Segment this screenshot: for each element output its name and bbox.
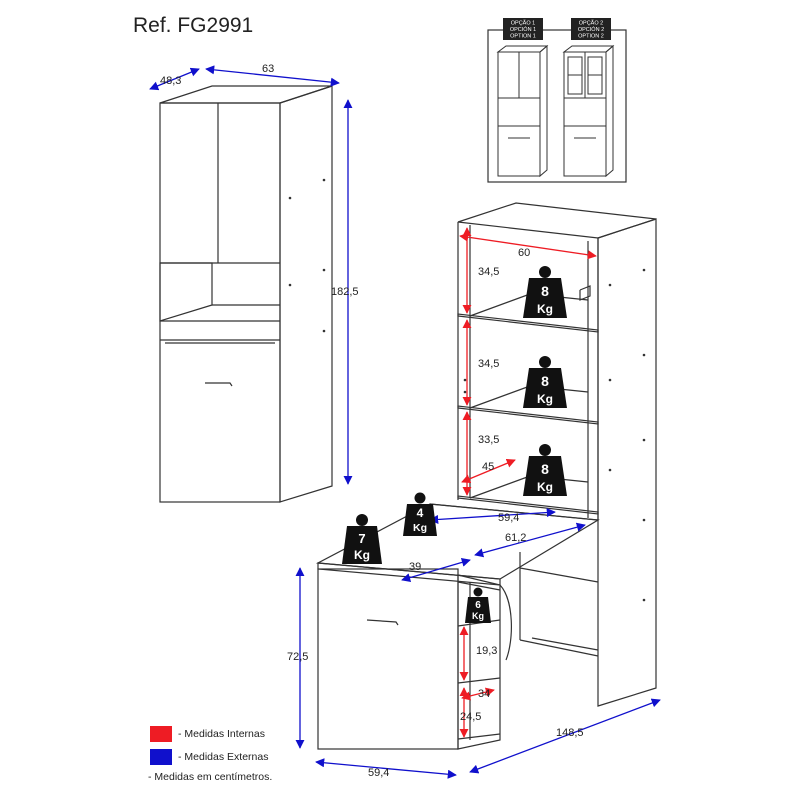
cabinet-depth-label: 48,3 bbox=[160, 75, 181, 87]
desk-base-cabinet bbox=[317, 568, 512, 750]
weight-desk-top-value: 4 bbox=[417, 506, 424, 520]
weight-badge-desk-top: 4 Kg bbox=[403, 492, 437, 536]
niche-depth-label: 34 bbox=[478, 688, 490, 700]
desk-depth-inner-label: 59,4 bbox=[498, 512, 519, 524]
legend-internal-label: - Medidas Internas bbox=[178, 728, 265, 740]
option1-line1: OPÇÃO 1 bbox=[511, 20, 535, 27]
weight-desk-side-unit: Kg bbox=[354, 548, 370, 562]
niche-height-label: 19,3 bbox=[476, 645, 497, 657]
legend-external: - Medidas Externas bbox=[150, 749, 268, 765]
shelf-depth-label: 45 bbox=[482, 461, 494, 473]
internal-dimension-lines bbox=[459, 227, 597, 738]
weight-desk-top-unit: Kg bbox=[413, 522, 427, 534]
weight-shelf-3-unit: Kg bbox=[537, 480, 553, 494]
option2-line2: OPCIÓN 2 bbox=[578, 26, 604, 33]
desk-top-inner-label: 39 bbox=[409, 561, 421, 573]
desk-dimension-lines bbox=[295, 507, 661, 779]
cabinet-dimension-lines bbox=[149, 65, 353, 485]
cabinet-height-label: 182,5 bbox=[331, 286, 359, 298]
inner-width-label: 60 bbox=[518, 247, 530, 259]
weight-badge-niche: 6 Kg bbox=[465, 587, 491, 623]
weight-shelf-1-value: 8 bbox=[541, 283, 549, 299]
weight-shelf-2-unit: Kg bbox=[537, 392, 553, 406]
weight-badge-shelf-1: 8 Kg bbox=[523, 266, 567, 318]
option2-line3: OPTION 2 bbox=[578, 34, 604, 40]
desk-depth-outer-label: 61,2 bbox=[505, 532, 526, 544]
shelf-gap-3-label: 33,5 bbox=[478, 434, 499, 446]
shelf-gap-1-label: 34,5 bbox=[478, 266, 499, 278]
weight-shelf-1-unit: Kg bbox=[537, 302, 553, 316]
cabinet-width-label: 63 bbox=[262, 63, 274, 75]
option1-cabinet-thumbnail bbox=[496, 44, 549, 178]
base-width-label: 59,4 bbox=[368, 767, 389, 779]
weight-badge-shelf-3: 8 Kg bbox=[523, 444, 567, 496]
closed-cabinet bbox=[159, 85, 333, 503]
weight-badges: 8 Kg 8 Kg 8 Kg 4 Kg 7 Kg bbox=[342, 266, 567, 623]
shelf-gap-2-label: 34,5 bbox=[478, 358, 499, 370]
total-length-label: 148,5 bbox=[556, 727, 584, 739]
weight-badge-shelf-2: 8 Kg bbox=[523, 356, 567, 408]
option2-cabinet-thumbnail bbox=[562, 44, 615, 178]
weight-badge-desk-side: 7 Kg bbox=[342, 514, 382, 564]
weight-desk-side-value: 7 bbox=[358, 531, 365, 546]
weight-niche-value: 6 bbox=[475, 600, 481, 611]
legend-internal: - Medidas Internas bbox=[150, 726, 265, 742]
desk-height-label: 72,5 bbox=[287, 651, 308, 663]
legend-external-swatch bbox=[150, 749, 172, 765]
niche-height-2-label: 24,5 bbox=[460, 711, 481, 723]
options-box: OPÇÃO 1 OPCIÓN 1 OPTION 1 OPÇÃO 2 OPCIÓN… bbox=[487, 18, 627, 183]
weight-shelf-2-value: 8 bbox=[541, 373, 549, 389]
weight-niche-unit: Kg bbox=[472, 611, 484, 621]
legend-external-label: - Medidas Externas bbox=[178, 751, 269, 763]
option2-line1: OPÇÃO 2 bbox=[579, 20, 603, 27]
option1-line3: OPTION 1 bbox=[510, 34, 536, 40]
option1-line2: OPCIÓN 1 bbox=[510, 26, 536, 33]
legend-internal-swatch bbox=[150, 726, 172, 742]
weight-shelf-3-value: 8 bbox=[541, 461, 549, 477]
legend-note: - Medidas em centímetros. bbox=[148, 771, 273, 783]
page-title: Ref. FG2991 bbox=[133, 14, 254, 37]
